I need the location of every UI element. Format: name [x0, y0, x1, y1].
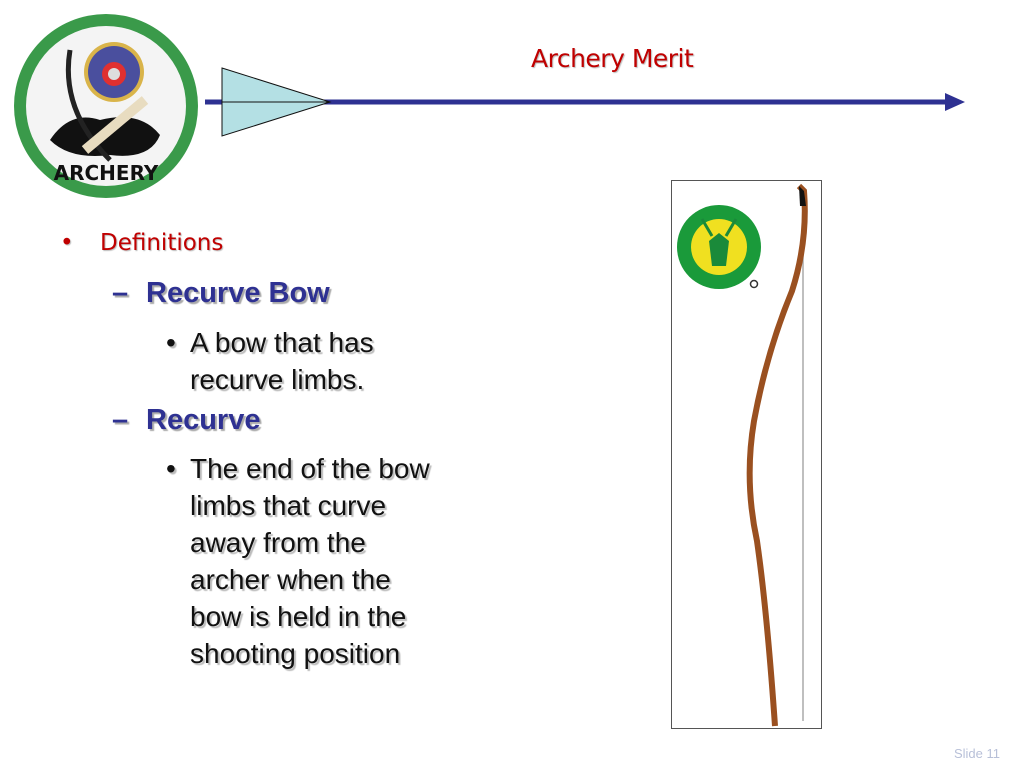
definition-line: recurve limbs. [190, 364, 365, 395]
slide-title: Archery Merit [531, 44, 694, 73]
dash: – [112, 277, 129, 309]
term-recurve-bow: Recurve Bow [146, 277, 330, 309]
svg-text:ARCHERY: ARCHERY [54, 161, 159, 185]
arrow-decoration [200, 60, 980, 150]
definition-line: bow is held in the [190, 601, 407, 632]
bullet-dot: • [60, 230, 74, 256]
bullet-definitions: Definitions [100, 230, 224, 256]
definition-recurve-bow: A bow that has recurve limbs. [190, 324, 374, 398]
definition-line: limbs that curve [190, 490, 387, 521]
definition-line: away from the [190, 527, 366, 558]
definition-line: shooting position [190, 638, 401, 669]
definition-line: The end of the bow [190, 453, 430, 484]
recurve-bow-image [671, 180, 822, 729]
sub-bullet-dot: • [166, 327, 176, 358]
sub-bullet-dot: • [166, 453, 176, 484]
definition-recurve: The end of the bow limbs that curve away… [190, 450, 430, 672]
slide-number: Slide 11 [953, 746, 1000, 761]
archery-badge: ARCHERY [10, 10, 202, 207]
definition-line: A bow that has [190, 327, 374, 358]
definition-line: archer when the [190, 564, 391, 595]
dash: – [112, 404, 129, 436]
term-recurve: Recurve [146, 404, 261, 436]
